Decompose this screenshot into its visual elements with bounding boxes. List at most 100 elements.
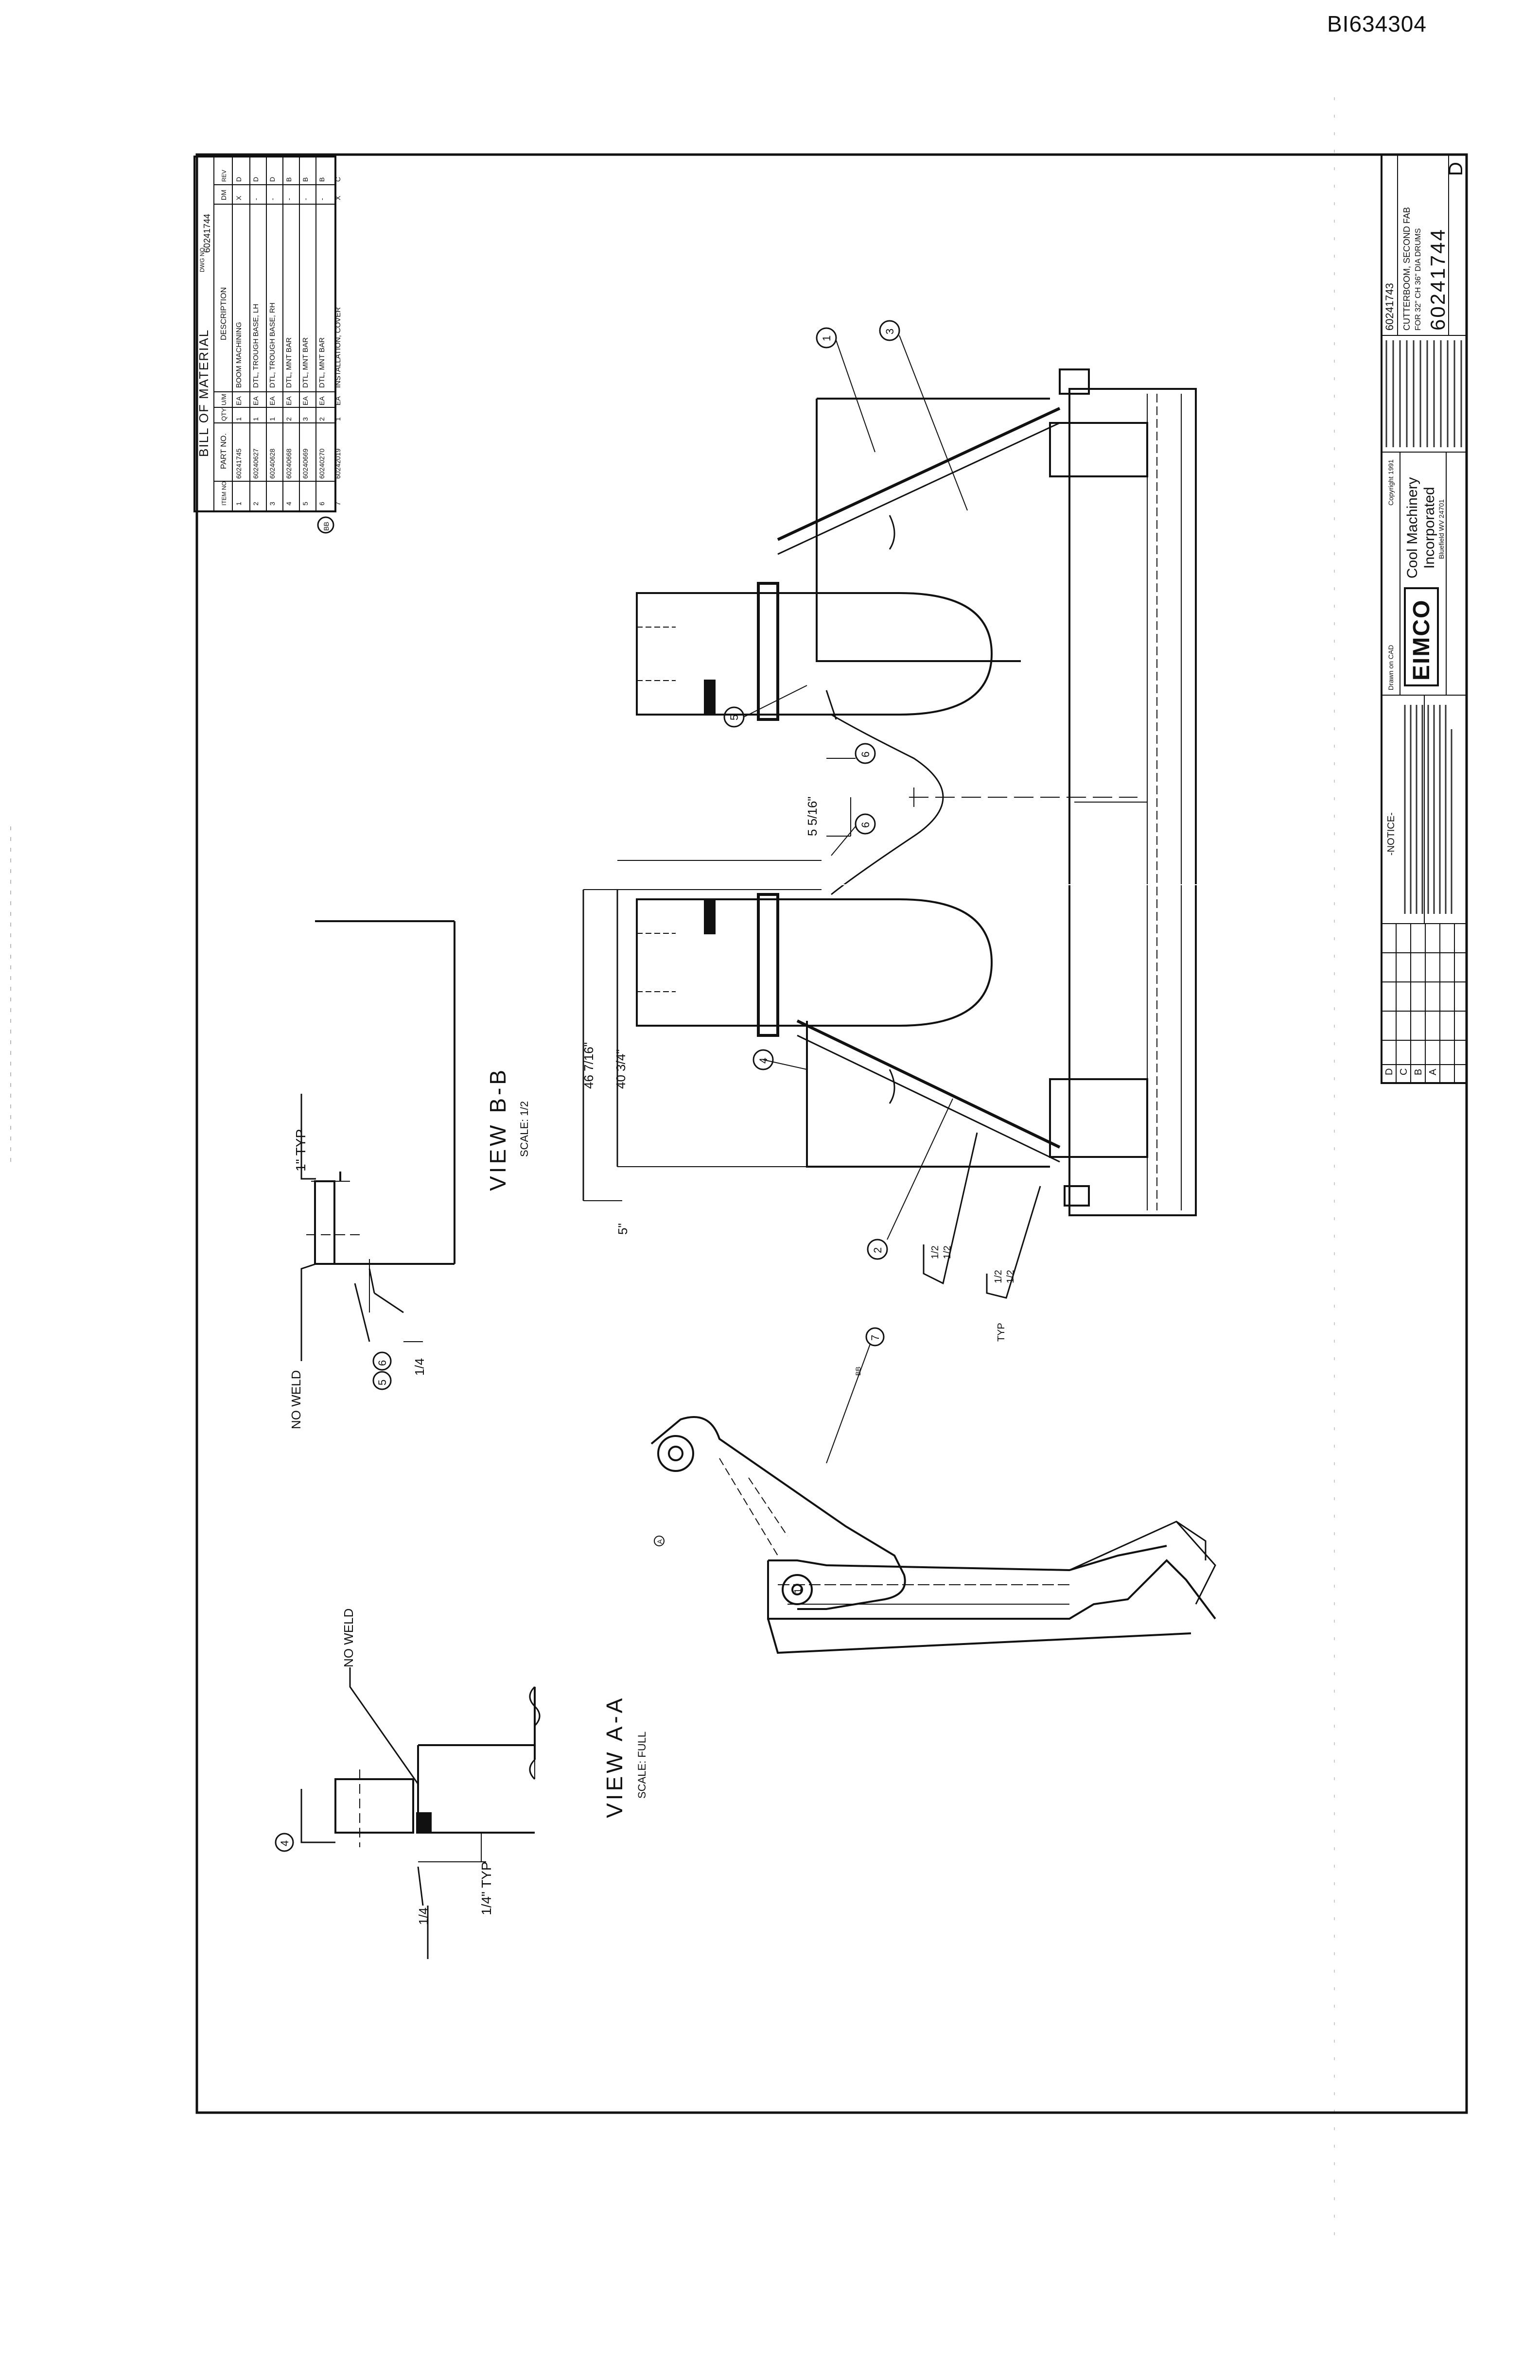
view-bb-balloon-6: 6 [376, 1360, 388, 1366]
view-bb-no-weld: NO WELD [289, 1370, 303, 1429]
weld-note-2: 1/2 [942, 1245, 953, 1259]
bom-row-dm: X [235, 195, 243, 200]
bom-row-desc: DTL, TROUGH BASE, LH [252, 304, 260, 388]
bom-row-part: 60241745 [235, 448, 243, 479]
bom-row-dm: - [285, 198, 293, 200]
bom-row-dm: - [318, 198, 326, 200]
drawing-revision: D [1445, 162, 1467, 176]
bom-row-item: 4 [285, 502, 293, 506]
bom-row-um: EA [252, 396, 260, 405]
bom-header-dm: DM [220, 190, 228, 200]
bom-drawing-label: DWG NO. [199, 246, 206, 272]
bom-row-item: 1 [235, 502, 243, 506]
bom-row-part: 60240668 [285, 448, 293, 479]
front-view [582, 320, 1210, 1299]
view-bb-balloon-5: 5 [376, 1380, 388, 1385]
bom-row-rev: C [334, 177, 342, 182]
view-aa-typ: 1/4" TYP [479, 1861, 494, 1915]
bom-row-dm: - [252, 198, 260, 200]
drawing-border [195, 153, 1468, 2114]
bom-row-item: 3 [268, 502, 276, 506]
rev-letter-b: B [1413, 1069, 1424, 1075]
bom-header-um: U/M [220, 394, 228, 405]
bom-row-part: 60242019 [334, 448, 342, 479]
view-aa-no-weld: NO WELD [341, 1609, 356, 1667]
bom-row-um: EA [334, 396, 342, 405]
view-bb-typ: 1" TYP [293, 1129, 308, 1172]
bom-row-qty: 3 [301, 417, 309, 421]
weld-note-typ: TYP [996, 1323, 1007, 1342]
bom-row-desc: DTL, MNT BAR [318, 337, 326, 388]
bom-row-rev: B [301, 177, 309, 182]
balloon-1: 1 [821, 335, 833, 341]
bom-row-item: 7 [334, 502, 342, 506]
bom-row-qty: 2 [318, 417, 326, 421]
bom-row-rev: B [318, 177, 326, 182]
bom-marker-balloon [317, 516, 334, 534]
bom-row-qty: 1 [235, 417, 243, 421]
bom-header-desc: DESCRIPTION [220, 287, 228, 340]
bom-header-part: PART NO. [220, 433, 228, 469]
drawing-number: 60241744 [1426, 228, 1449, 331]
view-aa [275, 1667, 541, 1959]
bom-row-um: EA [301, 396, 309, 405]
bom-title: BILL OF MATERIAL [196, 329, 211, 457]
company-line1: Cool Machinery [1404, 477, 1420, 578]
view-bb-scale: SCALE: 1/2 [518, 1101, 530, 1157]
bom-row-um: EA [285, 396, 293, 405]
balloon-5: 5 [728, 715, 740, 720]
rev-letter-c: C [1399, 1068, 1409, 1075]
weld-note-1: 1/2 [930, 1245, 941, 1259]
view-bb-weld: 1/4 [412, 1358, 427, 1376]
bom-row-part: 60240669 [301, 448, 309, 479]
eimco-logo: EIMCO [1409, 599, 1435, 681]
bom-row-um: EA [235, 396, 243, 405]
title-block-frame [1381, 154, 1468, 1084]
bom-row-rev: B [285, 177, 293, 182]
document-id: BI634304 [1327, 11, 1427, 36]
bom-row-qty: 1 [252, 417, 260, 421]
view-aa-weld: 1/4 [416, 1908, 431, 1925]
view-aa-balloon-4: 4 [279, 1840, 291, 1846]
bom-row-desc: DTL, MNT BAR [285, 337, 293, 388]
rev-letter-d: D [1384, 1068, 1395, 1075]
balloon-side-1: 1 [793, 1588, 804, 1593]
weld-note-3: 1/2 [993, 1270, 1004, 1283]
eimco-logo-frame [1404, 587, 1439, 686]
dim-46-7-16: 46 7/16" [581, 1042, 596, 1089]
bom-row-item: 6 [318, 502, 326, 506]
balloon-3: 3 [884, 329, 896, 334]
balloon-4: 4 [757, 1058, 770, 1064]
bom-header-rev: REV [221, 170, 228, 182]
bom-row-um: EA [318, 396, 326, 405]
bom-row-rev: D [235, 177, 243, 182]
bom-row-desc: DTL, MNT BAR [301, 337, 310, 388]
title-line1: CUTTERBOOM, SECOND FAB [1402, 207, 1412, 331]
bom-row-part: 60240627 [252, 448, 260, 479]
weld-note-4: 1/2 [1005, 1270, 1016, 1283]
bom-row-dm: - [301, 198, 309, 200]
bom-row-desc: DTL, TROUGH BASE, RH [268, 302, 277, 388]
bom-drawing-number: 60241744 [202, 214, 212, 253]
copyright: Copyright 1991 [1387, 459, 1395, 506]
bom-row-item: 5 [301, 502, 309, 506]
bom-row-qty: 2 [285, 417, 293, 421]
view-bb-title: VIEW B-B [485, 1067, 510, 1191]
bom-row-part: 60240628 [268, 448, 276, 479]
bom-header-item: ITEM NO [221, 481, 228, 506]
balloon-2: 2 [872, 1247, 884, 1253]
bom-header-qty: QTY [220, 408, 228, 421]
bom-row-part: 60240270 [318, 448, 326, 479]
notice-title: -NOTICE- [1386, 812, 1397, 856]
rev-letter-a: A [1428, 1068, 1438, 1075]
notice-text-lines [1404, 705, 1452, 914]
balloon-7: 7 [869, 1335, 881, 1341]
balloon-aa: A [656, 1539, 664, 1544]
bom-marker: BB [322, 522, 330, 531]
bom-row-dm: X [334, 195, 342, 200]
revision-letters: D C B A [1384, 1068, 1438, 1075]
balloon-7-suffix: BB [854, 1366, 862, 1376]
bom-row-dm: - [268, 198, 276, 200]
bom-frame [193, 156, 336, 512]
